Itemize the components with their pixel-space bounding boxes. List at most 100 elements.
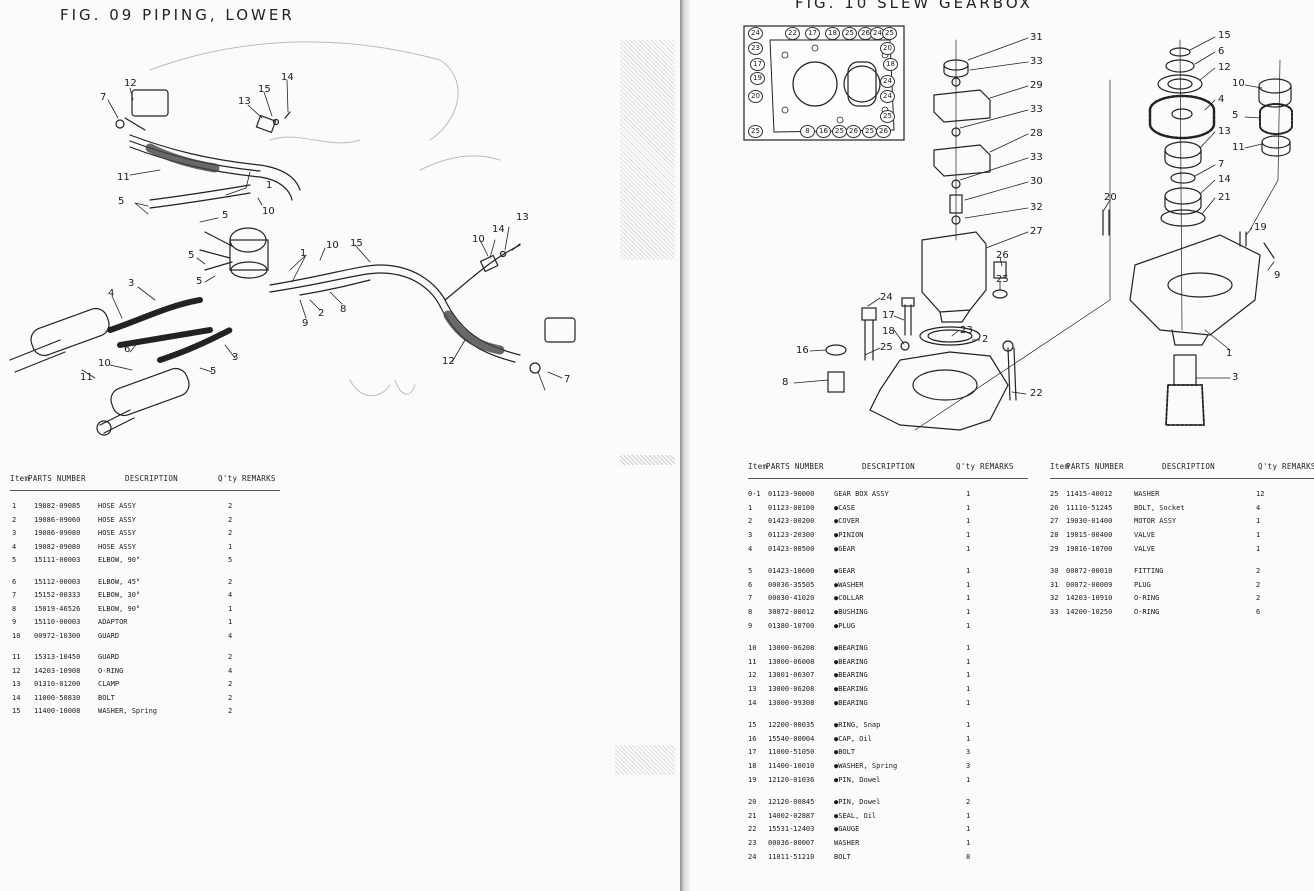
slew-gearbox-diagram (743, 25, 1293, 431)
right-table-a-header: Item PARTS NUMBER DESCRIPTION Q'ty REMAR… (748, 462, 1038, 472)
inset-callout-number: 25 (832, 125, 847, 138)
callout-number: 30 (1030, 176, 1043, 187)
table-cell-part: 01423-00500 (768, 544, 815, 553)
table-cell-item: 11 (748, 657, 757, 666)
table-cell-desc: HOSE ASSY (98, 529, 136, 537)
callout-number: 19 (1254, 222, 1267, 233)
table-cell-desc: ELBOW, 90° (98, 604, 141, 613)
table-cell-desc: ●COVER (834, 517, 860, 526)
inset-callout-number: 25 (748, 125, 763, 138)
table-cell-desc: ●GEAR (834, 567, 856, 575)
table-cell-qty: 1 (966, 580, 971, 589)
table-cell-desc: ●BOLT (834, 748, 856, 757)
table-cell-desc: ●BEARING (834, 698, 868, 707)
table-cell-item: 15 (748, 721, 757, 729)
table-cell-qty: 1 (1256, 544, 1261, 553)
callout-number: 15 (1218, 30, 1231, 41)
table-cell-desc: ●WASHER (834, 580, 864, 589)
table-cell-item: 15 (12, 707, 21, 715)
table-cell-desc: O-RING (1134, 608, 1160, 617)
table-cell-desc: ●RING, Snap (834, 721, 881, 729)
callout-number: 22 (1030, 388, 1043, 399)
table-cell-part: 15540-00004 (768, 734, 815, 743)
table-cell-qty: 2 (228, 577, 233, 586)
callout-number: 16 (796, 345, 809, 356)
table-cell-qty: 1 (1256, 531, 1261, 540)
table-cell-item: 13 (12, 680, 21, 688)
inset-callout-number: 25 (862, 125, 877, 138)
table-cell-item: 1 (12, 502, 17, 510)
table-cell-item: 1 (748, 503, 753, 512)
inset-detail (743, 25, 905, 141)
callout-number: 2 (982, 334, 989, 345)
table-cell-qty: 1 (966, 621, 971, 630)
table-cell-desc: ●SEAL, Oil (834, 811, 877, 820)
table-cell-qty: 2 (1256, 580, 1261, 589)
table-cell-qty: 4 (228, 631, 233, 640)
callout-number: 7 (100, 92, 107, 103)
table-cell-part: 11000-50830 (34, 693, 81, 702)
table-cell-item: 17 (748, 748, 757, 757)
callout-number: 3 (232, 352, 239, 363)
col-part-number: PARTS NUMBER (1066, 462, 1124, 471)
table-cell-part: 15112-00003 (34, 577, 81, 586)
table-cell-item: 7 (748, 594, 753, 603)
table-cell-qty: 5 (228, 556, 233, 564)
col-part-number: PARTS NUMBER (28, 474, 86, 483)
scan-smudge (620, 40, 675, 260)
callout-number: 25 (880, 342, 893, 353)
table-cell-item: 9 (748, 621, 753, 630)
table-cell-qty: 1 (966, 608, 971, 617)
callout-number: 13 (516, 212, 529, 223)
callout-number: 11 (1232, 142, 1245, 153)
table-cell-item: 12 (12, 666, 21, 675)
table-cell-item: 2 (12, 515, 17, 524)
table-cell-item: 26 (1050, 503, 1059, 512)
inset-callout-number: 25 (842, 27, 857, 40)
table-cell-item: 22 (748, 825, 757, 834)
motor-stack (825, 59, 1017, 431)
table-cell-desc: ●BEARING (834, 657, 868, 666)
table-cell-part: 19016-10700 (1066, 544, 1113, 553)
callout-number: 24 (880, 292, 893, 303)
hydraulic-cylinders (9, 307, 190, 436)
coiled-hoses (107, 297, 233, 363)
table-cell-part: 14203-10910 (1066, 594, 1113, 603)
table-cell-qty: 1 (966, 721, 971, 729)
right-callout-leaders (793, 36, 1275, 395)
table-cell-qty: 1 (966, 517, 971, 526)
table-cell-qty: 6 (1256, 608, 1261, 617)
callout-number: 21 (1218, 192, 1231, 203)
callout-number: 3 (128, 278, 135, 289)
table-cell-part: 14200-10250 (1066, 608, 1113, 617)
callout-number: 33 (1030, 56, 1043, 67)
table-cell-item: 33 (1050, 608, 1059, 617)
table-cell-item: 30 (1050, 567, 1059, 575)
table-cell-desc: ●GEAR (834, 544, 856, 553)
table-cell-part: 19082-09085 (34, 502, 81, 510)
table-cell-part: 15313-10450 (34, 653, 81, 661)
table-cell-item: 8 (12, 604, 17, 613)
inset-callout-number: 22 (785, 27, 800, 40)
callout-number: 31 (1030, 32, 1043, 43)
table-cell-desc: ●PIN, Dowel (834, 798, 881, 806)
callout-number: 26 (996, 250, 1009, 261)
table-cell-desc: GUARD (98, 631, 120, 640)
table-cell-item: 32 (1050, 594, 1059, 603)
